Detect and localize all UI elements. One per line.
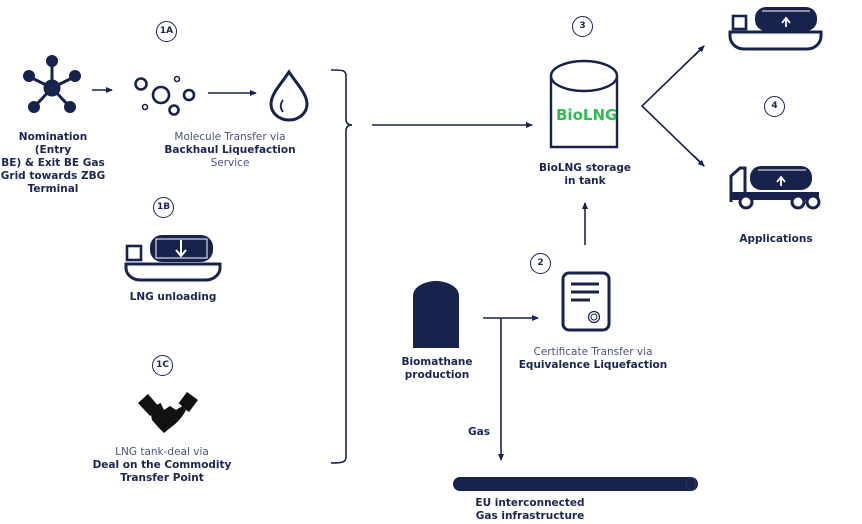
infrastructure-line-1: EU interconnected — [475, 497, 585, 509]
biolng-tank-text: BioLNG — [556, 106, 618, 124]
nomination-line-2: BE) & Exit BE Gas — [1, 157, 105, 169]
nomination-line-1: Nomination (Entry — [18, 131, 88, 156]
certificate-caption: Certificate Transfer via Equivalence Liq… — [512, 346, 674, 372]
molecule-transfer-line-1: Molecule Transfer via — [174, 131, 286, 143]
ship-unloading-icon — [124, 235, 222, 282]
certificate-line-1: Certificate Transfer via — [533, 346, 653, 358]
biomethane-label: Biomathane production — [396, 356, 478, 382]
molecule-transfer-line-2: Backhaul Liquefaction — [164, 144, 296, 156]
step-badge-1b: 1B — [153, 197, 174, 218]
storage-caption-line-1: BioLNG storage — [539, 162, 631, 174]
gas-pipeline-icon — [453, 477, 698, 491]
tank-deal-caption: LNG tank-deal via Deal on the Commodity … — [92, 446, 232, 485]
step-badge-1a: 1A — [156, 21, 177, 42]
truck-tanker-icon — [729, 166, 821, 210]
tank-deal-line-2: Deal on the Commodity — [92, 459, 232, 471]
step-badge-3: 3 — [572, 16, 593, 37]
nomination-line-3: Grid towards ZBG — [0, 170, 106, 182]
biomethane-line-1: Biomathane — [401, 356, 473, 368]
molecule-transfer-caption: Molecule Transfer via Backhaul Liquefact… — [148, 131, 312, 170]
applications-label: Applications — [739, 233, 813, 245]
network-icon — [23, 55, 81, 113]
nomination-label: Nomination (Entry BE) & Exit BE Gas Grid… — [0, 131, 106, 196]
grouping-bracket — [330, 69, 353, 464]
biomethane-line-2: production — [404, 369, 470, 381]
molecule-transfer-line-3: Service — [210, 157, 250, 169]
storage-tank-icon — [549, 59, 619, 149]
droplet-icon — [269, 69, 309, 122]
ship-loading-icon — [728, 7, 823, 51]
biomethane-silo-icon — [413, 281, 459, 348]
step-badge-4: 4 — [764, 96, 785, 117]
step-badge-2: 2 — [530, 253, 551, 274]
gas-flow-label: Gas — [468, 426, 490, 438]
certificate-icon — [561, 271, 611, 332]
molecules-icon — [134, 75, 196, 116]
step-badge-1c: 1C — [152, 355, 173, 376]
infrastructure-line-2: Gas infrastructure — [475, 510, 585, 522]
nomination-line-4: Terminal — [27, 183, 79, 195]
storage-caption: BioLNG storage in tank — [530, 162, 640, 188]
handshake-icon — [138, 392, 198, 433]
tank-deal-line-3: Transfer Point — [120, 472, 204, 484]
storage-caption-line-2: in tank — [564, 175, 606, 187]
infrastructure-label: EU interconnected Gas infrastructure — [470, 497, 590, 523]
tank-deal-line-1: LNG tank-deal via — [115, 446, 209, 458]
lng-unloading-label: LNG unloading — [129, 291, 217, 303]
certificate-line-2: Equivalence Liquefaction — [518, 359, 668, 371]
branch-arrows — [640, 45, 705, 167]
